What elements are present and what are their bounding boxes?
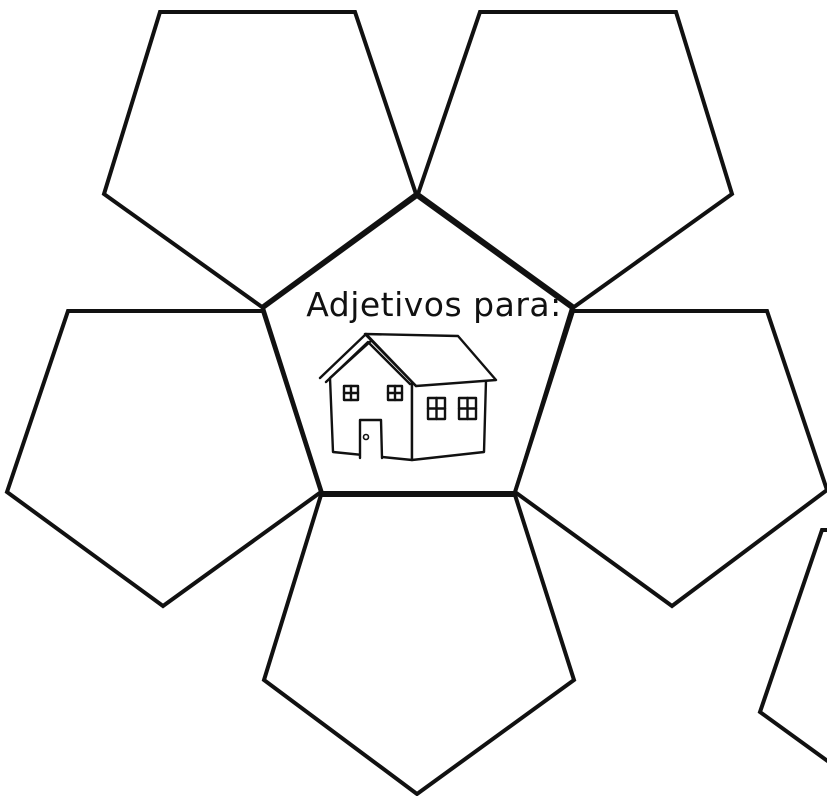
partial-pentagon-bottom-right [760,530,827,770]
petal-bottom [264,495,574,794]
center-title: Adjetivos para: [306,285,562,324]
house-icon [320,334,496,460]
petal-right [515,311,827,606]
petal-left [7,311,321,606]
